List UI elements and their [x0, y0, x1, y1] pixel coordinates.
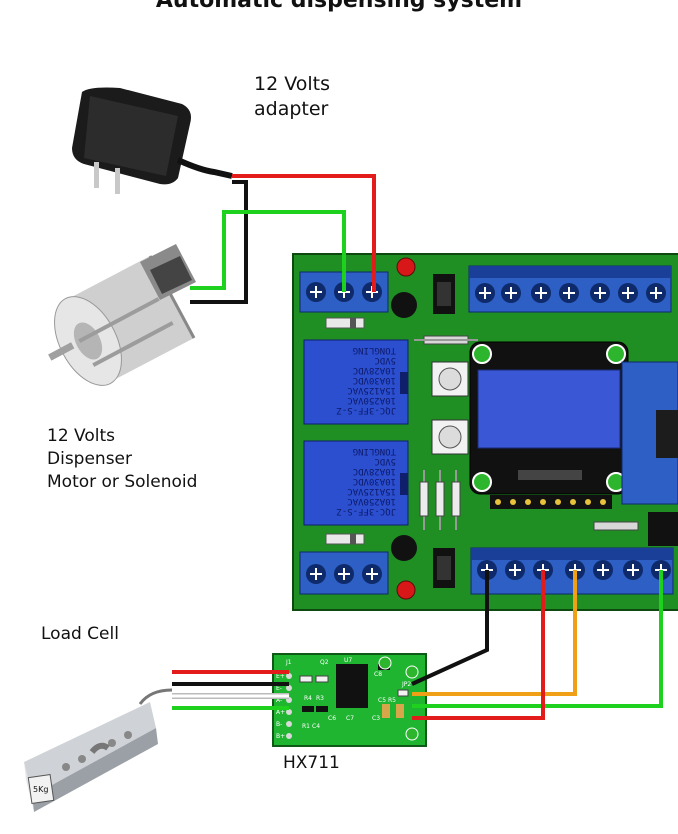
silk-jp2: JP2: [401, 681, 411, 688]
relay-top: JQC-3FF-S-Z 10A250VAC 15A125VAC 10A30VDC…: [303, 339, 409, 425]
capacitor-bottom: [391, 535, 417, 561]
relay-bottom-rating-4: 10A28VDC: [353, 466, 396, 476]
silk-r5: R5: [388, 697, 396, 704]
motor-label: 12 Volts Dispenser Motor or Solenoid: [47, 426, 198, 492]
load-cell-marking: 5Kg: [33, 785, 48, 794]
relay-bottom-brand: TONGLING: [353, 446, 396, 456]
wire-hx-orange: [412, 570, 577, 696]
silk-c4: C4: [312, 723, 320, 730]
load-cell: 5Kg: [24, 688, 173, 812]
wire-adapter-red: [232, 174, 376, 292]
wire-hx-red: [412, 570, 545, 720]
relay-terminal-block: [299, 551, 389, 595]
relay-top-rating-4: 10A28VDC: [353, 365, 396, 375]
relay-top-rating-1: 10A250VAC: [347, 395, 396, 405]
silk-c5: C5: [378, 697, 386, 704]
pin-b-plus: B+: [276, 733, 285, 740]
pin-e-plus: E+: [276, 673, 285, 680]
pin-e-minus: E-: [276, 685, 282, 692]
diode-bottom: [325, 533, 365, 545]
relay-bottom-rating-3: 10A30VDC: [353, 476, 396, 486]
silk-c3: C3: [372, 715, 380, 722]
wire-hx-black: [411, 570, 489, 686]
wires: [172, 174, 663, 720]
wire-motor-green: [190, 210, 346, 292]
pin-a-plus: A+: [276, 709, 285, 716]
adapter-label: 12 Volts adapter: [254, 73, 330, 120]
relay-top-model: JQC-3FF-S-Z: [336, 405, 396, 415]
relay-top-brand: TONGLING: [353, 345, 396, 355]
silk-r3: R3: [316, 695, 324, 702]
relay-bottom-rating-2: 15A125VAC: [347, 486, 396, 496]
voltage-regulator: [648, 512, 678, 546]
led-top: [396, 257, 416, 277]
oled-screen: [477, 369, 621, 449]
relay-bottom-coil: 5VDC: [374, 456, 396, 466]
sensor-terminal-block: [470, 547, 674, 595]
hx711-label: HX711: [283, 753, 340, 773]
power-adapter: [72, 87, 233, 194]
push-button-1: [431, 361, 469, 397]
relay-bottom: JQC-3FF-S-Z 10A250VAC 15A125VAC 10A30VDC…: [303, 440, 409, 526]
relay-top-rating-3: 10A30VDC: [353, 375, 396, 385]
resistor-group: [419, 470, 461, 530]
wire-hx-green: [412, 570, 663, 708]
relay-top-rating-2: 15A125VAC: [347, 385, 396, 395]
adapter-prong-right: [115, 168, 120, 194]
relay-top-coil: 5VDC: [374, 355, 396, 365]
relay-bottom-rating-1: 10A250VAC: [347, 496, 396, 506]
diagram-title: Automatic dispensing system: [155, 0, 523, 13]
silk-q2: Q2: [320, 659, 329, 666]
controller-board: JQC-3FF-S-Z 10A250VAC 15A125VAC 10A30VDC…: [292, 253, 678, 611]
adapter-prong-left: [94, 162, 99, 188]
silk-c6: C6: [328, 715, 336, 722]
led-bottom: [396, 580, 416, 600]
silk-u7: U7: [344, 657, 352, 664]
load-cell-label: Load Cell: [41, 624, 119, 644]
silk-c8: C8: [374, 671, 382, 678]
pin-a-minus: A-: [276, 697, 282, 704]
push-button-2: [431, 419, 469, 455]
wire-adapter-black: [190, 180, 248, 304]
silk-r4: R4: [304, 695, 312, 702]
header-pins: [490, 495, 612, 509]
oled-display: [469, 341, 629, 495]
resistor-right: [593, 521, 639, 531]
silk-c7: C7: [346, 715, 354, 722]
silk-j1: J1: [285, 659, 292, 666]
relay-bottom-model: JQC-3FF-S-Z: [336, 506, 396, 516]
silk-r1: R1: [302, 723, 310, 730]
output-terminal-block-top: [468, 265, 672, 313]
pin-b-minus: B-: [276, 721, 282, 728]
capacitor-top: [391, 292, 417, 318]
diode-top: [325, 317, 365, 329]
dc-motor: [48, 244, 196, 386]
hx711-chip: [336, 664, 368, 708]
hx711-board: J1 Q2 U7 C5 R5 R4 C8 JP2 R3 R1 C4 C6 C7 …: [272, 653, 427, 747]
